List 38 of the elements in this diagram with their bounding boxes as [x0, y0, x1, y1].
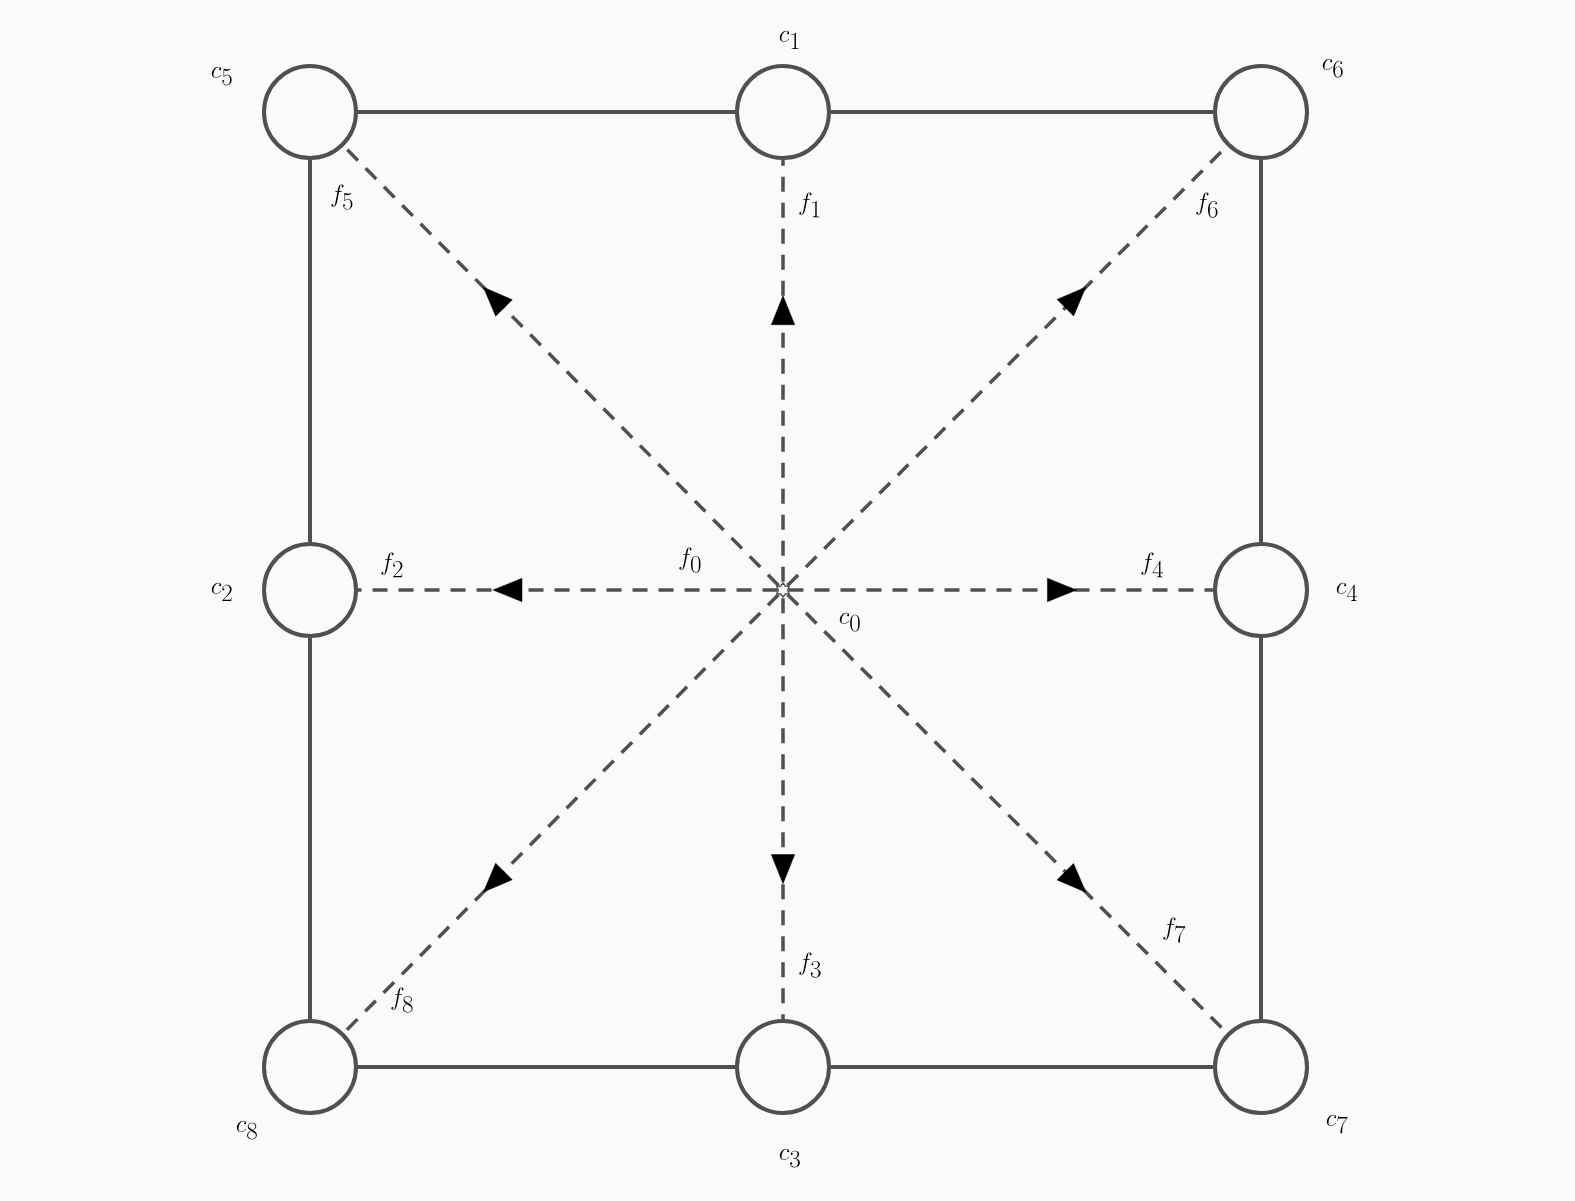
lattice-node: $c_8$ — [236, 1019, 358, 1140]
connecting-line — [308, 160, 312, 542]
edge-label: $f_7$ — [1163, 917, 1186, 943]
node-label: $c_6$ — [1322, 58, 1343, 78]
node-label: $c_4$ — [1336, 582, 1358, 602]
lattice-node: $c_4$ — [1213, 542, 1358, 638]
lattice-node: $c_7$ — [1213, 1019, 1348, 1134]
dashed-arrow — [358, 578, 778, 602]
edge-label: $f_2$ — [381, 552, 403, 578]
connecting-line — [308, 638, 312, 1019]
edge-label: $f_8$ — [391, 987, 413, 1013]
connecting-line — [831, 110, 1213, 114]
dashed-arrow — [788, 578, 1213, 602]
connecting-line — [831, 1065, 1213, 1069]
node-label: $c_8$ — [236, 1120, 257, 1140]
node-label: $c_5$ — [211, 66, 232, 86]
lattice-node: $c_1$ — [735, 30, 831, 160]
connecting-line — [1259, 638, 1263, 1019]
node-label: $c_1$ — [779, 30, 799, 50]
lattice-node: $c_2$ — [211, 542, 358, 638]
node-label: $c_7$ — [1326, 1114, 1348, 1134]
node-label: $c_2$ — [211, 582, 232, 602]
edge-label: $f_1$ — [799, 192, 820, 218]
connecting-line — [1259, 160, 1263, 542]
vector-label: $c_0$ — [839, 612, 860, 632]
node-label: $c_3$ — [779, 1148, 800, 1168]
lattice-node: $c_3$ — [735, 1019, 831, 1168]
dashed-arrow — [771, 160, 795, 582]
lattice-node: $c_6$ — [1213, 58, 1343, 160]
dashed-arrow — [771, 598, 795, 1019]
connecting-line — [358, 110, 735, 114]
edge-label: $f_4$ — [1141, 552, 1163, 578]
edge-label: $f_6$ — [1196, 192, 1218, 218]
edge-label: $f_5$ — [331, 184, 353, 210]
lattice-node: $c_5$ — [211, 64, 358, 160]
edge-label: $f_3$ — [799, 952, 821, 978]
vector-label: $f_0$ — [679, 547, 701, 573]
connecting-line — [358, 1065, 735, 1069]
